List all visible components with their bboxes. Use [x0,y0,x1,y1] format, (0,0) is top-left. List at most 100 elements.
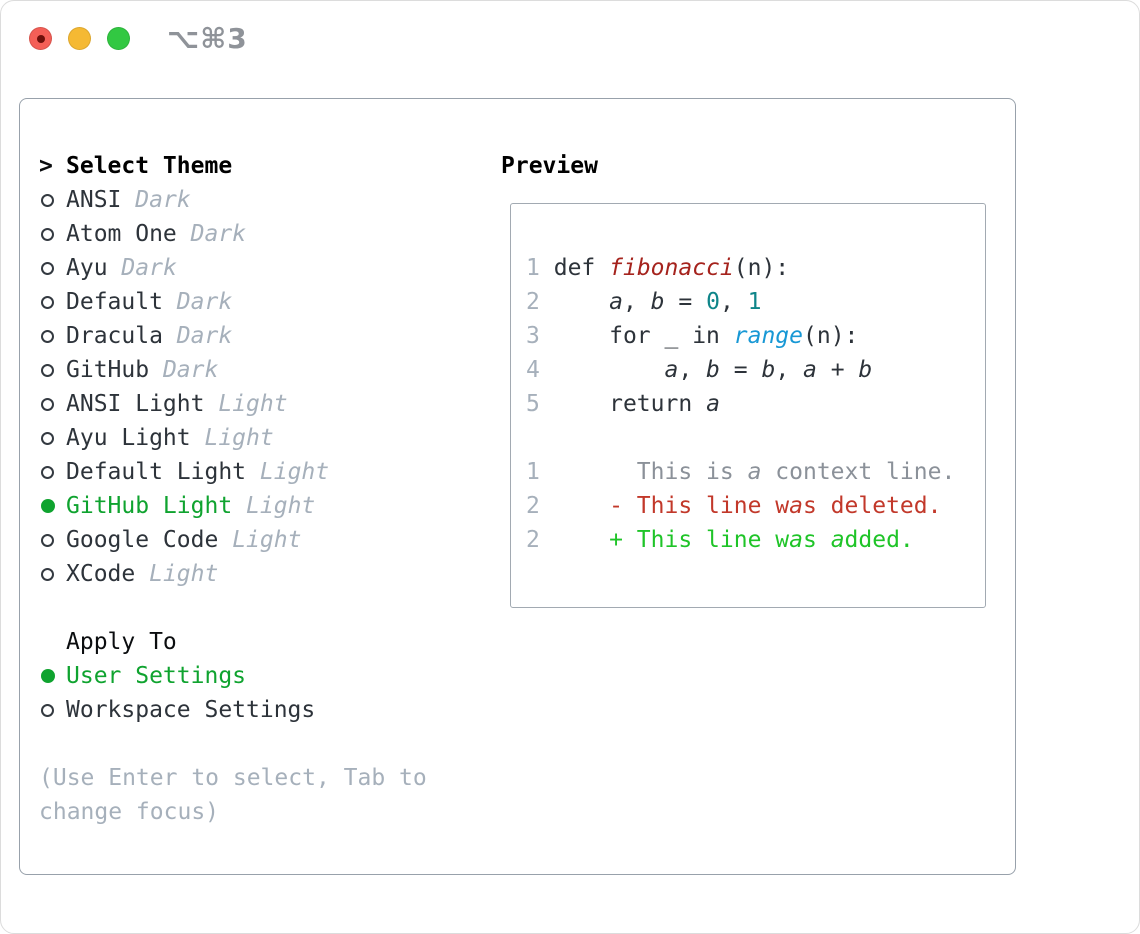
code-token [540,493,609,519]
code-token: for [609,323,651,349]
theme-option-xcode[interactable]: XCode Light [39,557,427,591]
theme-option-default[interactable]: Default Dark [39,285,427,319]
spacer [135,557,149,591]
theme-option-github[interactable]: GitHub Dark [39,353,427,387]
code-token: - This line w [609,493,790,519]
radio-icon [41,465,54,479]
theme-name: GitHub Light [66,493,233,519]
apply-option-workspace-settings[interactable]: Workspace Settings [39,693,427,727]
radio-icon [41,431,54,445]
theme-variant-label: Light [218,391,288,417]
theme-variant-label: Light [204,425,274,451]
theme-option-github-light[interactable]: GitHub Light Light [39,489,427,523]
code-token: a [789,527,803,553]
theme-option-dracula[interactable]: Dracula Dark [39,319,427,353]
theme-name: XCode [66,561,136,587]
radio-icon [41,227,54,241]
spacer [246,455,260,489]
radio-marker [39,227,66,241]
preview-heading: Preview [501,153,598,179]
code-token [720,323,734,349]
theme-variant-label: Light [259,459,330,485]
theme-variant-label: Dark [162,357,219,383]
close-button[interactable] [29,27,52,50]
apply-option-label: Workspace Settings [66,697,316,723]
radio-selected-icon [41,499,55,513]
radio-icon [41,703,54,717]
code-line: 1 def fibonacci(n): [526,251,955,285]
code-token: a [706,391,720,417]
radio-marker [39,261,66,275]
theme-option-default-light[interactable]: Default Light Light [39,455,427,489]
code-token: range [733,323,804,349]
radio-marker [39,431,66,445]
radio-icon [41,295,54,309]
code-token: s deleted. [802,493,942,519]
code-token: fibonacci [609,255,734,281]
code-token: b [858,357,873,383]
radio-icon [41,567,54,581]
theme-name: ANSI Light [66,391,205,417]
line-number: 3 [526,323,540,349]
cursor-marker: > [39,149,66,183]
apply-option-user-settings[interactable]: User Settings [39,659,427,693]
code-token: return [609,391,693,417]
code-token: in [692,323,720,349]
code-token: , [775,357,804,383]
radio-marker [39,295,66,309]
blank-line [526,421,955,455]
code-token [692,391,706,417]
theme-option-atom-one[interactable]: Atom One Dark [39,217,427,251]
code-token [540,391,609,417]
code-token: , [622,289,651,315]
theme-option-ayu[interactable]: Ayu Dark [39,251,427,285]
code-token: + This line w [609,527,790,553]
radio-marker [39,499,66,513]
code-token [540,459,637,485]
code-token: + [816,357,859,383]
spacer [163,285,177,319]
theme-variant-label: Light [149,561,219,587]
theme-name: Atom One [66,221,177,247]
apply-to-header: Apply To [39,625,427,659]
theme-option-ansi-light[interactable]: ANSI Light Light [39,387,427,421]
theme-name: Dracula [66,323,163,349]
line-number: 2 [526,527,540,553]
code-token: b [706,357,720,383]
radio-icon [41,397,54,411]
code-token: b [650,289,665,315]
line-number: 2 [526,493,540,519]
spacer [108,251,122,285]
theme-option-ansi[interactable]: ANSI Dark [39,183,427,217]
apply-to-label: Apply To [66,629,177,655]
spacer [191,421,205,455]
code-token: a [803,357,817,383]
theme-name: Default [66,289,163,315]
radio-icon [41,261,54,275]
spacer [218,523,232,557]
line-number: 1 [526,255,540,281]
theme-variant-label: Light [246,493,316,519]
spacer [232,489,246,523]
spacer [177,217,191,251]
theme-name: Google Code [66,527,219,553]
theme-option-ayu-light[interactable]: Ayu Light Light [39,421,427,455]
theme-name: Ayu Light [66,425,191,451]
zoom-button[interactable] [107,27,130,50]
diff-line: 2 - This line was deleted. [526,489,955,523]
theme-option-google-code[interactable]: Google Code Light [39,523,427,557]
theme-variant-label: Dark [190,221,247,247]
diff-line: 2 + This line was added. [526,523,955,557]
radio-marker [39,567,66,581]
code-token: _ [650,323,693,349]
minimize-button[interactable] [68,27,91,50]
theme-name: Default Light [66,459,247,485]
code-token [540,323,609,349]
spacer-row [39,591,427,625]
spacer [149,353,163,387]
code-line: 4 a, b = b, a + b [526,353,955,387]
code-token: = [664,289,707,315]
